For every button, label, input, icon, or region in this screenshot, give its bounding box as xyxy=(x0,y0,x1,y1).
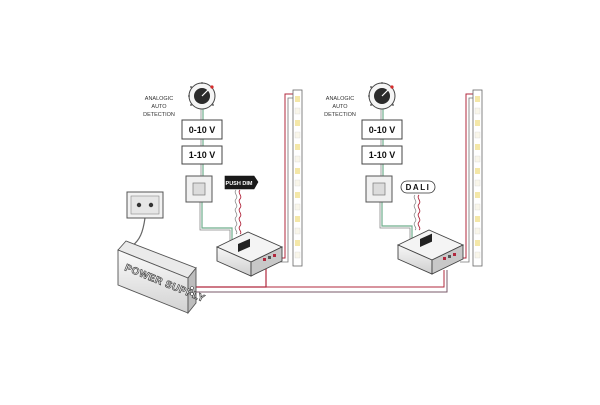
left-detection-label-2: AUTO xyxy=(151,104,167,110)
right-push-switch-icon xyxy=(365,175,393,203)
right-control-group: ANALOGIC AUTO DETECTION 0-10 V 1-10 V DA… xyxy=(324,82,483,275)
main-bus-wire-dark xyxy=(190,270,448,293)
left-voltage-2: 1-10 V xyxy=(189,150,216,160)
right-strip-wire xyxy=(456,93,473,259)
right-dimmer-knob-icon xyxy=(368,82,396,110)
mains-cable xyxy=(131,217,146,247)
right-led-strip xyxy=(472,89,483,267)
left-bus-tag-text: PUSH DIM xyxy=(226,181,253,187)
power-supply-unit: POWER SUPPLY xyxy=(117,240,207,315)
left-controller-box xyxy=(215,231,284,277)
left-voltage-1: 0-10 V xyxy=(189,125,216,135)
left-voltage-box-2 xyxy=(181,145,223,165)
left-coil-wire xyxy=(238,189,242,235)
right-voltage-1: 0-10 V xyxy=(369,125,396,135)
left-voltage-box-1 xyxy=(181,119,223,140)
right-voltage-2: 1-10 V xyxy=(369,150,396,160)
right-controller-box xyxy=(396,229,465,275)
right-detection-label-2: AUTO xyxy=(332,104,348,110)
right-coil-wire xyxy=(417,194,421,231)
right-bus-tag-text: DALI xyxy=(406,183,431,192)
wall-socket-icon xyxy=(126,191,164,219)
left-bus-tag: PUSH DIM xyxy=(224,175,259,190)
right-voltage-box-1 xyxy=(361,119,403,140)
right-voltage-box-2 xyxy=(361,145,403,165)
left-detection-label-3: DETECTION xyxy=(143,112,175,118)
left-control-group: ANALOGIC AUTO DETECTION 0-10 V 1-10 V PU… xyxy=(143,82,303,277)
right-detection-label-3: DETECTION xyxy=(324,112,356,118)
left-detection-label-1: ANALOGIC xyxy=(145,96,173,102)
main-bus-wire-red-2 xyxy=(266,270,445,288)
left-dimmer-knob-icon xyxy=(188,82,216,110)
right-bus-tag: DALI xyxy=(400,180,436,194)
left-push-switch-icon xyxy=(185,175,213,203)
left-switch-wire xyxy=(201,200,233,242)
right-switch-wire xyxy=(381,200,413,240)
right-detection-label-1: ANALOGIC xyxy=(326,96,354,102)
left-strip-wire xyxy=(272,93,293,259)
left-led-strip xyxy=(292,89,303,267)
